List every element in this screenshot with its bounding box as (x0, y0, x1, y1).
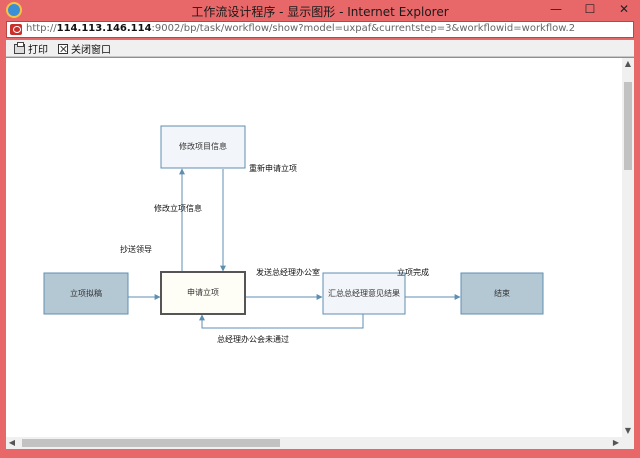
edge-label-send-office: 发送总经理办公室 (256, 267, 320, 277)
print-label: 打印 (28, 45, 48, 56)
close-window-button[interactable]: ✕ (618, 2, 630, 16)
print-button[interactable]: 打印 (14, 41, 48, 56)
node-summary-label: 汇总总经理意见结果 (328, 288, 400, 298)
address-bar[interactable]: http://114.113.146.114:9002/bp/task/work… (6, 21, 634, 38)
close-page-button[interactable]: 关闭窗口 (58, 41, 111, 56)
node-end[interactable] (460, 272, 544, 315)
workflow-diagram: 立项拟稿 申请立项 修改项目信息 汇总总经理意见结果 结束 修改立项信息 重新申… (43, 125, 544, 344)
scrollbar-corner (622, 437, 634, 449)
node-start-label: 立项拟稿 (70, 288, 102, 298)
window-controls: — ☐ ✕ (546, 1, 634, 17)
minimize-button[interactable]: — (550, 2, 562, 16)
node-modify-label: 修改项目信息 (179, 141, 227, 151)
url-host: 114.113.146.114 (56, 23, 152, 34)
vertical-scrollbar[interactable]: ▲ ▼ (622, 58, 634, 437)
url-rest: :9002/bp/task/workflow/show?model=uxpaf&… (151, 23, 576, 34)
printer-icon (14, 41, 25, 54)
url-text[interactable]: http://114.113.146.114:9002/bp/task/work… (26, 23, 575, 34)
node-modify[interactable] (160, 125, 246, 169)
node-start[interactable] (43, 272, 129, 315)
ie-icon (6, 2, 22, 18)
horizontal-scroll-thumb[interactable] (22, 439, 280, 447)
ie-page-icon (10, 24, 22, 35)
maximize-button[interactable]: ☐ (584, 2, 596, 16)
edge-label-cc-leader: 抄送领导 (120, 244, 152, 254)
content-area: 立项拟稿 申请立项 修改项目信息 汇总总经理意见结果 结束 修改立项信息 重新申… (6, 58, 634, 449)
node-apply[interactable] (160, 271, 246, 315)
horizontal-scrollbar[interactable]: ◀ ▶ (6, 437, 622, 449)
scroll-right-arrow[interactable]: ▶ (612, 438, 620, 447)
window-title: 工作流设计程序 - 显示图形 - Internet Explorer (191, 5, 449, 19)
edge-label-complete: 立项完成 (397, 267, 429, 277)
node-apply-label: 申请立项 (187, 287, 219, 297)
close-page-label: 关闭窗口 (71, 45, 111, 56)
scroll-left-arrow[interactable]: ◀ (8, 438, 16, 447)
url-prefix: http:// (26, 23, 57, 34)
node-end-label: 结束 (494, 288, 510, 298)
vertical-scroll-thumb[interactable] (624, 82, 632, 170)
scroll-up-arrow[interactable]: ▲ (624, 59, 632, 68)
title-bar: 工作流设计程序 - 显示图形 - Internet Explorer — ☐ ✕ (0, 0, 640, 20)
close-box-icon (58, 43, 68, 54)
edge-label-rejected: 总经理办公会未通过 (217, 334, 289, 344)
page-toolbar: 打印 关闭窗口 (6, 40, 634, 57)
edge-label-reapply: 重新申请立项 (249, 163, 297, 173)
edge-label-modify-info: 修改立项信息 (154, 203, 202, 213)
edge-summary-apply (199, 314, 364, 329)
node-summary[interactable] (322, 272, 406, 315)
scroll-down-arrow[interactable]: ▼ (624, 426, 632, 435)
